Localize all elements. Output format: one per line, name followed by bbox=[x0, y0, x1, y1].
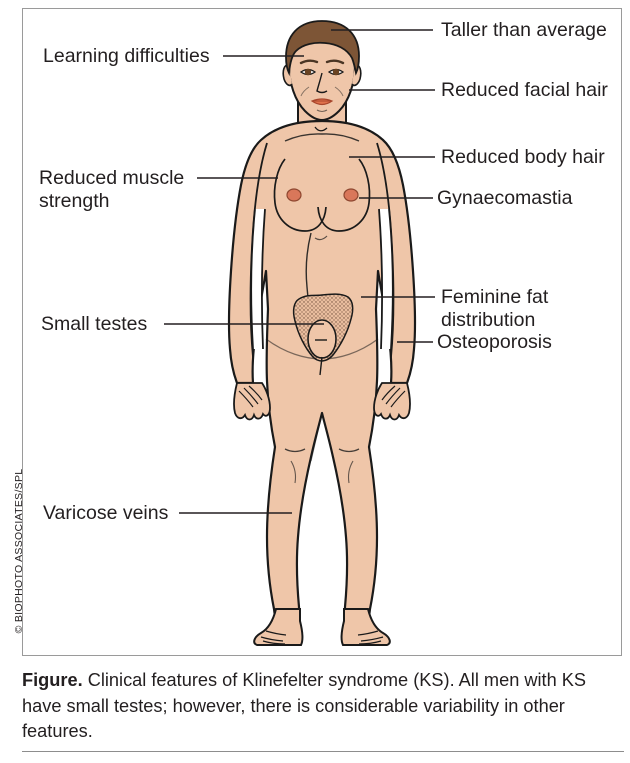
label-reduced-muscle-strength: Reduced muscle strength bbox=[39, 167, 185, 212]
caption-label: Figure. bbox=[22, 670, 83, 690]
nipple-right bbox=[343, 188, 359, 202]
label-feminine-fat-distribution: Feminine fat distribution bbox=[441, 286, 549, 331]
label-reduced-facial-hair: Reduced facial hair bbox=[441, 79, 608, 101]
label-taller-than-average: Taller than average bbox=[441, 19, 607, 41]
label-learning-difficulties: Learning difficulties bbox=[43, 45, 210, 67]
hair bbox=[285, 20, 360, 77]
genital-region bbox=[307, 319, 337, 359]
label-reduced-body-hair: Reduced body hair bbox=[441, 146, 605, 168]
label-gynaecomastia: Gynaecomastia bbox=[437, 187, 573, 209]
label-small-testes: Small testes bbox=[41, 313, 148, 335]
caption-text: Clinical features of Klinefelter syndrom… bbox=[22, 670, 587, 741]
label-varicose-veins: Varicose veins bbox=[43, 502, 169, 524]
figure-panel: Learning difficulties Reduced muscle str… bbox=[22, 8, 622, 656]
label-osteoporosis: Osteoporosis bbox=[437, 331, 552, 353]
caption-divider bbox=[22, 751, 624, 752]
foot-left bbox=[253, 608, 304, 646]
foot-right bbox=[340, 608, 391, 646]
body-figure bbox=[227, 20, 417, 646]
leader-lines bbox=[164, 29, 435, 514]
figure-caption: Figure. Clinical features of Klinefelter… bbox=[22, 668, 624, 745]
klinefelter-body-illustration bbox=[164, 20, 435, 646]
nipple-left bbox=[286, 188, 302, 202]
